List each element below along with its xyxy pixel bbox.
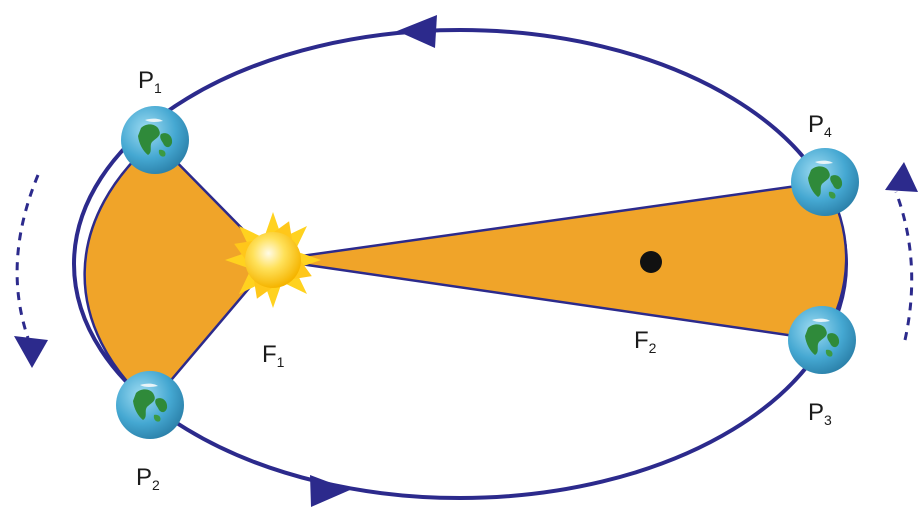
label-p3: P3 — [808, 399, 832, 428]
dashed-arrow-right-icon — [885, 162, 918, 192]
orbit-arrow-bottom-icon — [310, 475, 350, 507]
dashed-arrow-left-icon — [14, 336, 48, 368]
label-f1: F1 — [262, 341, 285, 370]
label-p1: P1 — [138, 67, 162, 96]
orbit-arrow-top-icon — [397, 15, 437, 48]
focus-f2-dot — [640, 251, 662, 273]
earth-p3-icon — [788, 306, 856, 374]
label-f2: F2 — [634, 327, 657, 356]
swept-area-right — [273, 182, 846, 340]
dashed-curve-left — [17, 175, 38, 338]
label-p4: P4 — [808, 111, 832, 140]
earth-p2-icon — [116, 371, 184, 439]
earth-p1-icon — [121, 106, 189, 174]
dashed-curve-right — [896, 192, 912, 340]
label-p2: P2 — [136, 464, 160, 493]
earth-p4-icon — [791, 148, 859, 216]
